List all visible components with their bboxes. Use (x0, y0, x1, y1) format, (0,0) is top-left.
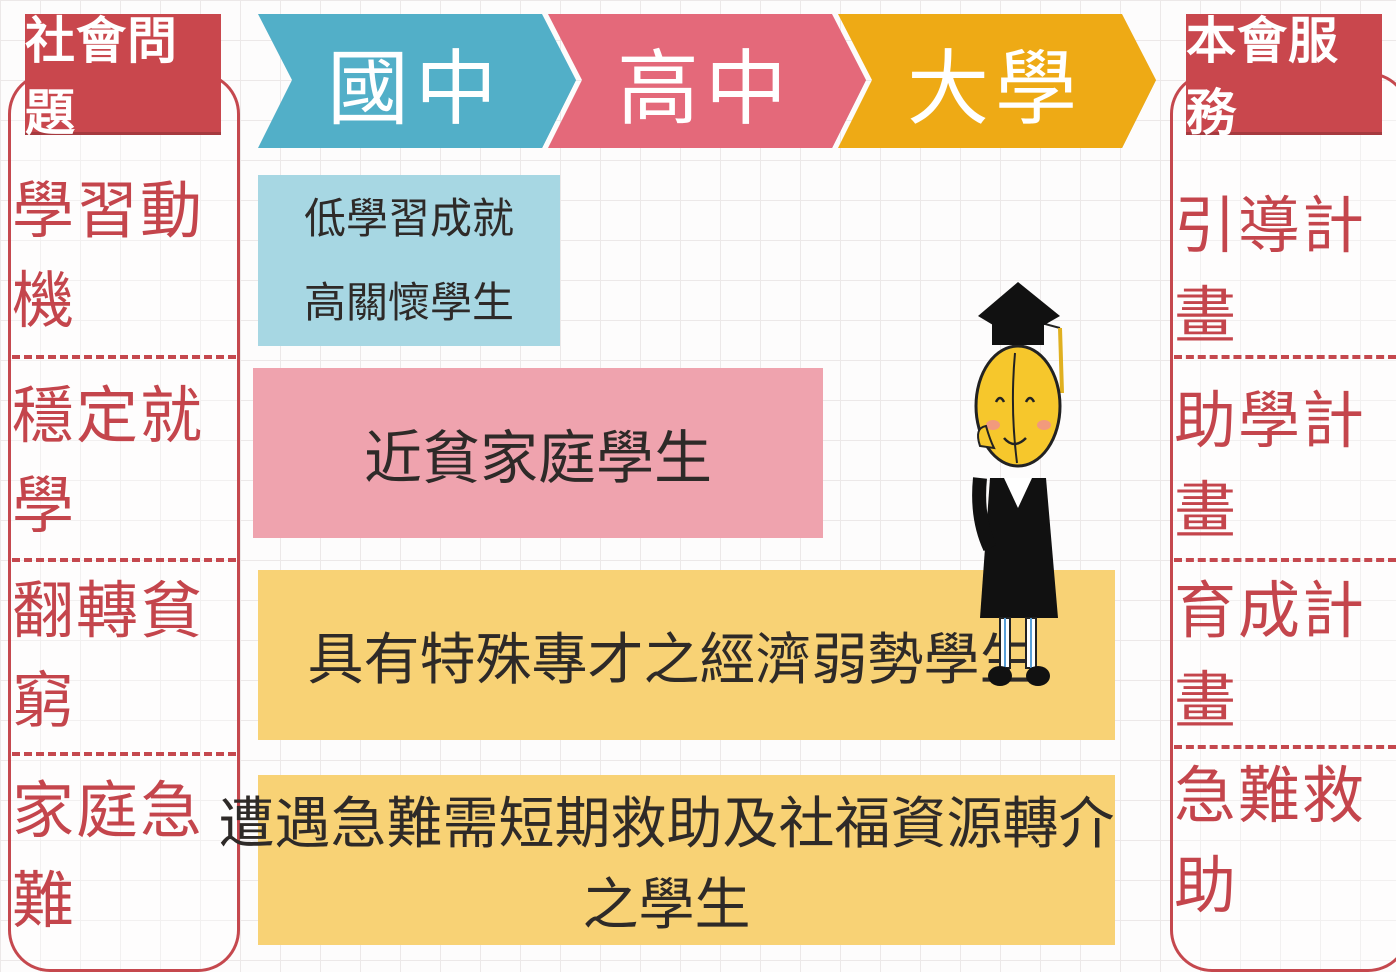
graduate-mascot-icon (972, 282, 1064, 686)
right-divider-1 (1174, 355, 1396, 359)
group-band-low-achievement-line-2: 高關懷學生 (303, 277, 514, 327)
right-divider-3 (1174, 745, 1396, 749)
left-item-stable-schooling: 穩定就學 (12, 379, 205, 542)
left-item-family-emergency: 家庭急難 (12, 774, 205, 937)
left-column-frame (8, 72, 240, 972)
stage-label-junior-high: 國中 (326, 41, 503, 137)
group-band-near-poverty-label: 近貧家庭學生 (363, 424, 712, 492)
left-divider-3 (12, 752, 236, 756)
group-band-emergency-label: 遭遇急難需短期救助及社福資源轉介之學生 (218, 792, 1115, 938)
group-band-special-talent: 具有特殊專才之經濟弱勢學生 (258, 570, 1115, 740)
left-item-learning-motivation: 學習動機 (12, 174, 205, 337)
right-column-frame (1170, 72, 1396, 972)
group-band-special-talent-label: 具有特殊專才之經濟弱勢學生 (307, 627, 1036, 693)
group-band-near-poverty: 近貧家庭學生 (253, 368, 823, 538)
stage-arrow-senior-high (548, 14, 866, 148)
group-band-low-achievement-line-1: 低學習成就 (303, 193, 514, 243)
right-divider-2 (1174, 558, 1396, 562)
stage-arrow-university (838, 14, 1156, 148)
right-item-emergency-relief: 急難救助 (1174, 759, 1367, 922)
right-item-scholarship-program: 助學計畫 (1174, 384, 1367, 547)
stage-label-university: 大學 (906, 41, 1083, 137)
left-item-reverse-poverty: 翻轉貧窮 (12, 574, 205, 737)
stage-arrows (258, 14, 1156, 148)
stage-arrow-junior-high (258, 14, 576, 148)
group-band-emergency: 遭遇急難需短期救助及社福資源轉介之學生 (219, 775, 1115, 945)
stage-label-senior-high: 高中 (616, 41, 793, 137)
right-item-nurturing-program: 育成計畫 (1174, 574, 1367, 737)
group-band-low-achievement: 低學習成就 高關懷學生 (258, 175, 560, 346)
left-divider-2 (12, 558, 236, 562)
right-item-guidance-program: 引導計畫 (1174, 189, 1367, 352)
left-divider-1 (12, 355, 236, 359)
